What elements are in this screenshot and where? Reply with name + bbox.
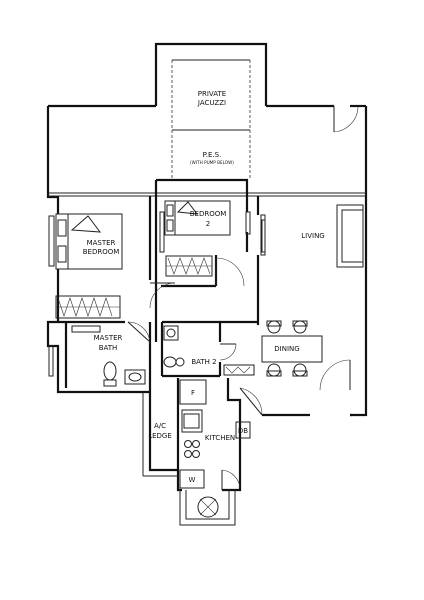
label-ac-ledge-1: A/C	[154, 422, 166, 430]
label-pes-note: (WITH PUMP BELOW)	[190, 160, 234, 165]
label-master-bedroom-2: BEDROOM	[83, 248, 120, 256]
label-fridge: F	[191, 389, 195, 397]
room-labels: PRIVATE JACUZZI P.E.S. (WITH PUMP BELOW)…	[83, 90, 325, 484]
label-pes: P.E.S.	[203, 151, 222, 159]
label-master-bath-1: MASTER	[94, 334, 123, 342]
label-db: DB	[238, 427, 248, 435]
label-jacuzzi-1: PRIVATE	[198, 90, 226, 98]
washer	[179, 469, 205, 489]
label-bedroom2-2: 2	[206, 220, 210, 228]
pes-markings	[171, 59, 251, 180]
sink-icon	[124, 369, 146, 385]
kitchen-sink-icon	[183, 413, 200, 429]
label-bedroom2-1: BEDROOM	[190, 210, 227, 218]
fridge	[179, 379, 207, 405]
furniture	[55, 200, 364, 518]
label-jacuzzi-2: JACUZZI	[197, 99, 226, 107]
label-ac-ledge-2: LEDGE	[148, 432, 172, 440]
label-kitchen: KITCHEN	[205, 434, 235, 442]
fan-icon	[197, 496, 219, 518]
walls	[46, 42, 368, 526]
label-master-bath-2: BATH	[99, 344, 118, 352]
toilet-icon	[103, 361, 117, 381]
label-bath2: BATH 2	[191, 358, 216, 366]
bedroom2-bed	[164, 200, 231, 236]
label-dining: DINING	[274, 345, 299, 353]
dining-table	[261, 335, 323, 363]
sofa	[336, 204, 364, 268]
master-bed	[55, 213, 123, 270]
label-master-bedroom-1: MASTER	[87, 239, 116, 247]
doors	[127, 105, 359, 490]
label-washer: W	[189, 476, 196, 484]
label-living: LIVING	[301, 232, 324, 240]
